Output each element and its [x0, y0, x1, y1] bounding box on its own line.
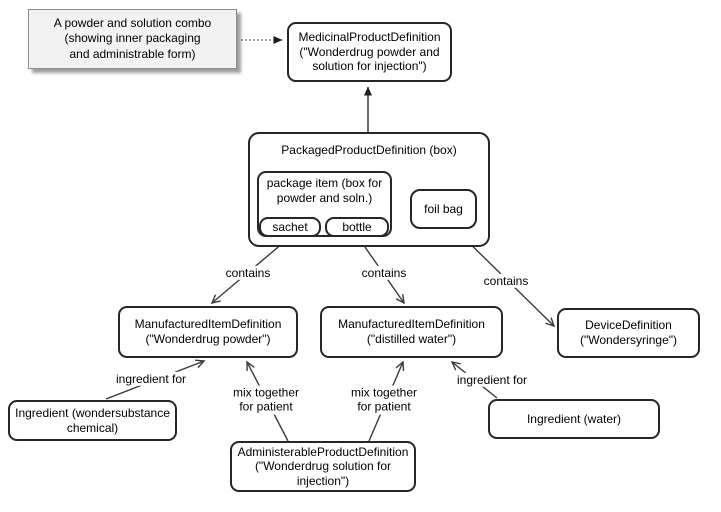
node-ingredient-water: Ingredient (water): [488, 399, 660, 439]
edge-label-ingredient-for-1: ingredient for: [113, 371, 189, 387]
node-medicinal-product-definition: MedicinalProductDefinition ("Wonderdrug …: [287, 22, 452, 82]
edge-label-ingredient-for-2: ingredient for: [454, 372, 530, 388]
edge-label-mix-together-2: mix together for patient: [348, 385, 420, 415]
edge-label-mix-together-1: mix together for patient: [230, 385, 302, 415]
node-administerable-product-definition: AdministerableProductDefinition ("Wonder…: [230, 441, 416, 492]
edge-label-contains-1: contains: [223, 265, 273, 281]
annotation-note: A powder and solution combo (showing inn…: [28, 9, 237, 69]
node-ingredient-wondersubstance: Ingredient (wondersubstance chemical): [8, 400, 177, 441]
packaged-product-definition-label: PackagedProductDefinition (box): [281, 143, 457, 157]
node-sachet: sachet: [259, 217, 321, 237]
edge-label-contains-3: contains: [481, 273, 531, 289]
edge-label-contains-2: contains: [359, 265, 409, 281]
node-manufactured-item-definition-water: ManufacturedItemDefinition ("distilled w…: [320, 306, 503, 358]
node-manufactured-item-definition-powder: ManufacturedItemDefinition ("Wonderdrug …: [118, 306, 298, 358]
node-foil-bag: foil bag: [410, 189, 477, 229]
node-device-definition: DeviceDefinition ("Wondersyringe"): [557, 308, 700, 358]
node-bottle: bottle: [325, 217, 389, 237]
